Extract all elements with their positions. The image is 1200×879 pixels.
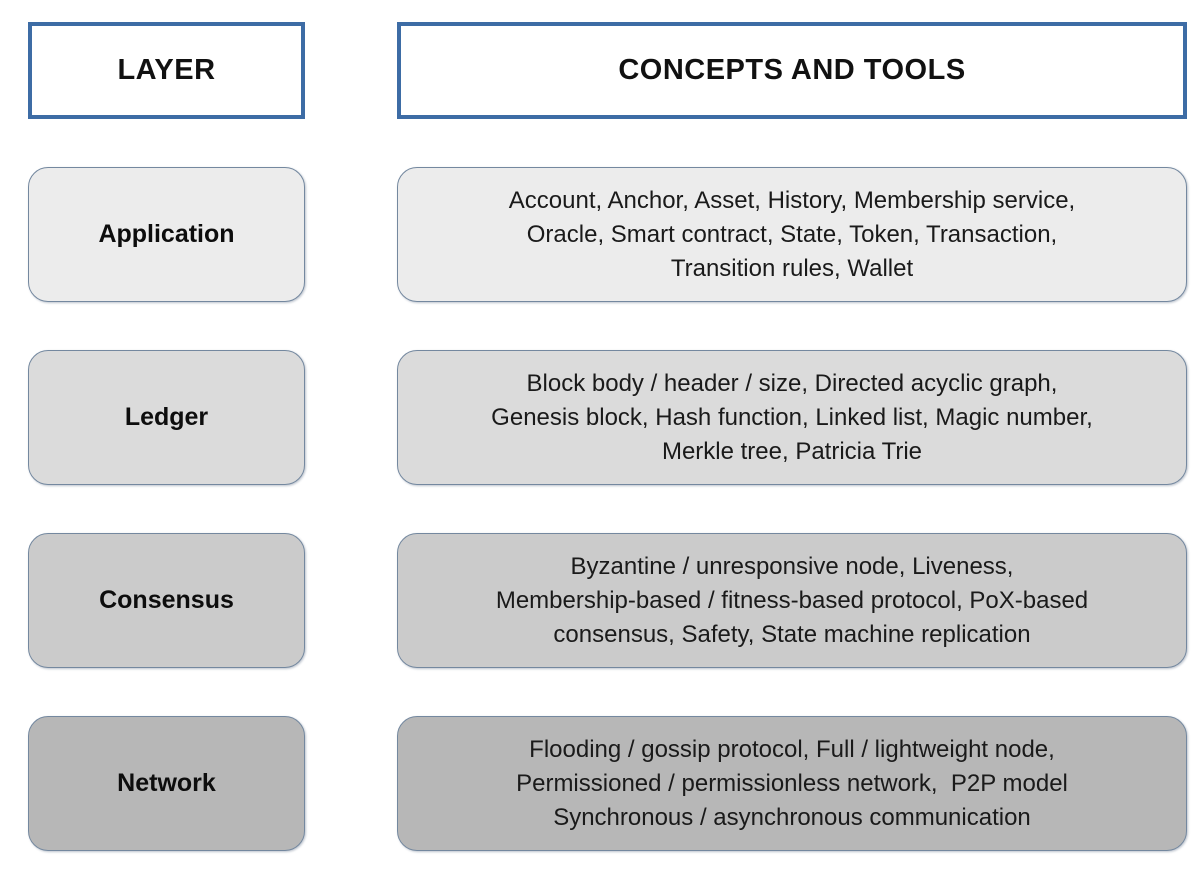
layer-box-label: Consensus [99,586,234,614]
concepts-box-consensus: Byzantine / unresponsive node, Liveness,… [397,533,1187,668]
layer-column-header: LAYER [28,22,305,119]
layer-box-ledger: Ledger [28,350,305,485]
layer-box-consensus: Consensus [28,533,305,668]
concepts-box-text: Flooding / gossip protocol, Full / light… [516,735,1068,831]
layer-column-header-label: LAYER [117,54,216,86]
layer-box-label: Network [117,769,216,797]
concepts-box-ledger: Block body / header / size, Directed acy… [397,350,1187,485]
layer-box-label: Ledger [124,403,209,431]
layer-box-label: Application [98,220,235,248]
concepts-box-application: Account, Anchor, Asset, History, Members… [397,167,1187,302]
layer-box-application: Application [28,167,305,302]
concepts-box-text: Block body / header / size, Directed acy… [491,369,1093,465]
concepts-column-header: CONCEPTS AND TOOLS [397,22,1187,119]
concepts-box-text: Byzantine / unresponsive node, Liveness,… [495,552,1089,648]
layer-diagram-grid: LAYER CONCEPTS AND TOOLS Application Acc… [28,22,1200,851]
concepts-column-header-label: CONCEPTS AND TOOLS [618,54,966,86]
layer-box-network: Network [28,716,305,851]
concepts-box-text: Account, Anchor, Asset, History, Members… [508,186,1076,282]
concepts-box-network: Flooding / gossip protocol, Full / light… [397,716,1187,851]
